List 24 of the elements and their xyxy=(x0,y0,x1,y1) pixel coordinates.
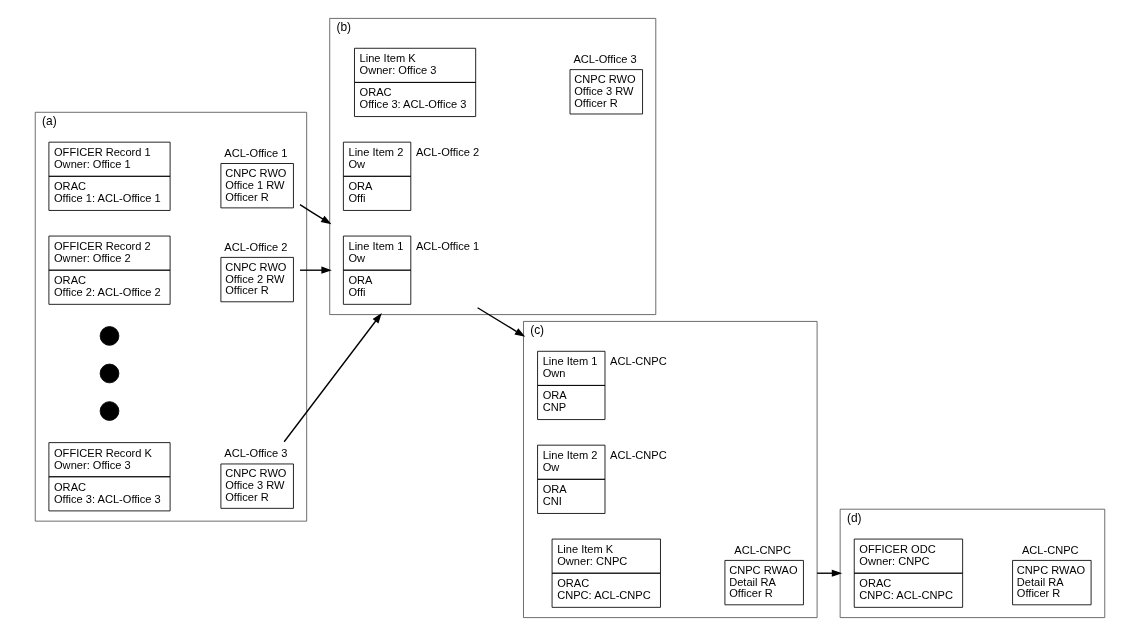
node-label: ACL-Office 1 xyxy=(415,240,480,253)
node-box: CNPC RWO Office 1 RW Officer R xyxy=(220,163,294,209)
arrow xyxy=(476,307,526,337)
node-box: CNPC RWO Office 3 RW Officer R xyxy=(220,463,294,509)
arrow xyxy=(283,312,382,443)
node-box: CNPC RWAO Detail RA Officer R xyxy=(724,560,804,606)
node-label: ACL-CNPC xyxy=(610,449,667,462)
arrow xyxy=(299,203,332,225)
node-label: ACL-Office 3 xyxy=(224,447,288,460)
node-circle xyxy=(99,363,120,384)
node-circle xyxy=(99,401,120,421)
node-box: CNPC RWO Office 3 RW Officer R xyxy=(569,69,643,115)
node-label: ACL-Office 2 xyxy=(415,146,480,159)
node-label: ACL-Office 2 xyxy=(224,240,288,253)
node-label: ACL-CNPC xyxy=(1021,543,1079,556)
arrow xyxy=(816,569,843,577)
node-label: ACL-CNPC xyxy=(734,543,791,556)
arrow xyxy=(299,266,332,274)
node-label: ACL-Office 3 xyxy=(573,53,637,66)
node-box: CNPC RWO Office 2 RW Officer R xyxy=(220,256,294,303)
node-label: ACL-CNPC xyxy=(610,355,667,368)
node-circle xyxy=(99,326,120,346)
node-box: CNPC RWAO Detail RA Officer R xyxy=(1012,560,1092,606)
node-label: ACL-Office 1 xyxy=(224,147,288,160)
